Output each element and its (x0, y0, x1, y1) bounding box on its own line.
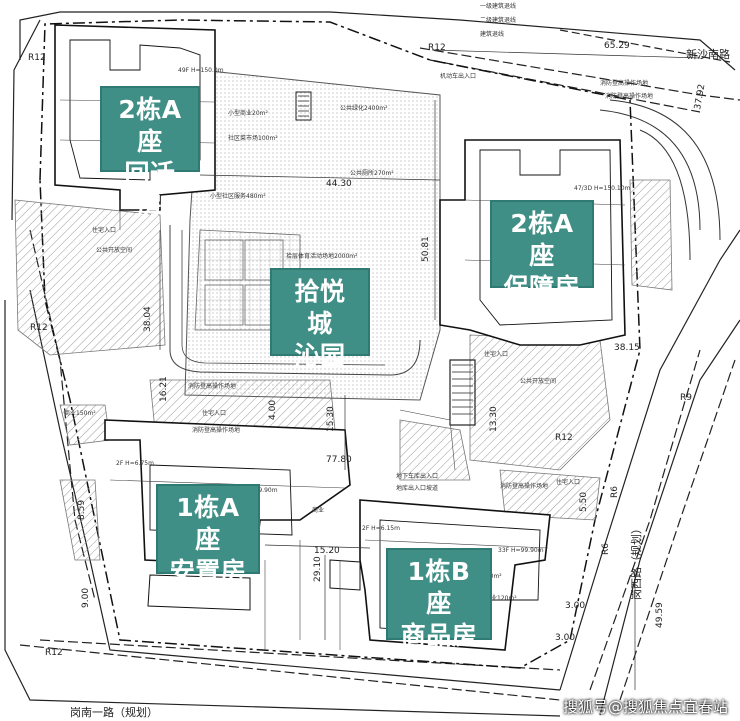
label-shop-270: 公共厕所270m² (350, 169, 394, 177)
label-shop-480: 小型社区服务480m² (210, 192, 266, 200)
dim-65-29: 65.29 (604, 41, 630, 51)
dim-49-59: 49.59 (655, 602, 665, 628)
callout-1a-resettlement-line2: 安置房 (169, 557, 247, 586)
label-motor-entry: 机动车出入口 (440, 72, 476, 80)
radius-r12-left: R12 (30, 323, 48, 333)
radius-r12-top-left: R12 (28, 53, 46, 63)
label-tower-info-b: 47/3D H=150.10m (574, 185, 631, 192)
dim-37-92: 37.92 (693, 83, 707, 110)
dimension-lines (159, 49, 701, 690)
label-public-space-1: 公共开放空间 (96, 246, 132, 254)
callout-1a-resettlement: 1栋A座 安置房 (156, 484, 260, 586)
label-firefighting-1: 消防登高操作场地 (605, 92, 653, 100)
dim-16-21: 16.21 (159, 376, 169, 402)
road-boundaries (4, 11, 740, 717)
radius-r6-b: R6 (601, 543, 611, 555)
callout-2a-relocation-line2: 回迁房 (124, 159, 176, 220)
callout-1b-commercial-line2: 商品房 (400, 621, 478, 650)
label-parking-entry: 地下车库出入口 (396, 472, 438, 480)
dim-77-80: 77.80 (326, 455, 352, 465)
label-residential-entry-4: 住宅入口 (556, 478, 580, 486)
road-curve (599, 99, 721, 261)
label-tower-info-a: 49F H=150.0m (178, 67, 224, 74)
label-residential-entry-1: 住宅入口 (92, 226, 116, 234)
label-residential-entry-2: 住宅入口 (202, 409, 226, 417)
dim-8-59: 8.59 (77, 500, 87, 520)
radius-r6-a: R6 (610, 486, 620, 498)
dim-9-00: 9.00 (81, 588, 91, 608)
label-residential-entry-3: 住宅入口 (484, 350, 508, 358)
radius-r12-bottom-left: R12 (45, 648, 63, 658)
watermark: 搜狐号@搜狐焦点宜春站 (562, 698, 728, 716)
label-tower-info-e: 2F H=6.15m (362, 525, 400, 532)
dim-3-00: 3.00 (555, 633, 575, 643)
callout-2a-relocation: 2栋A座 回迁房 (100, 86, 200, 220)
dim-4-00: 4.00 (268, 400, 278, 420)
callout-2a-affordable: 2栋A座 保障房 (490, 200, 594, 302)
dim-29-10: 29.10 (313, 556, 323, 582)
label-green-2400: 公共绿化2400m² (340, 104, 388, 112)
dim-50-81: 50.81 (421, 236, 431, 262)
label-tower-info-c: 2F H=6.75m (116, 460, 154, 467)
callout-2a-relocation-line1: 2栋A座 (118, 95, 182, 156)
road-gangnan-1: 岗南一路（规划） (70, 705, 158, 719)
central-garden (169, 69, 476, 426)
label-ramp-note: 地库出入口坡道 (396, 484, 438, 492)
label-garden-area: 拾层体育活动场地2000m² (286, 252, 358, 260)
label-firefighting-2: 消防登高操作场地 (188, 382, 236, 390)
dim-38-15: 38.15 (614, 343, 640, 353)
label-firefighting-4: 消防登高操作场地 (192, 426, 240, 434)
callout-1b-commercial: 1栋B座 商品房 (386, 548, 492, 650)
callout-2a-affordable-line2: 保障房 (503, 273, 581, 302)
label-shop-120: 商业120m² (485, 594, 517, 602)
label-public-space-2: 公共开放空间 (520, 377, 556, 385)
road-xinsha-south: 新沙南路 (686, 47, 730, 61)
callout-2a-affordable-line1: 2栋A座 (510, 209, 574, 270)
dim-3-00b: 3.00 (565, 601, 585, 611)
hatched-zones (14, 179, 673, 561)
label-tower-info-f: 33F H=99.90m (498, 547, 544, 554)
callout-1b-commercial-line1: 1栋B座 (407, 557, 471, 618)
label-shop-100: 社区菜市场100m² (228, 134, 278, 142)
radius-r12-mid-right: R12 (555, 433, 573, 443)
label-shop-commercial: 商业 (312, 506, 324, 514)
dim-44-30: 44.30 (326, 179, 352, 189)
label-firefighting-3: 消防登高操作场地 (500, 482, 548, 490)
dim-5-50: 5.50 (579, 492, 589, 512)
callout-1a-resettlement-line1: 1栋A座 (176, 493, 240, 554)
label-fire-line: 一级建筑退线 (480, 2, 516, 10)
radius-r9: R9 (680, 393, 692, 403)
callout-garden-line2: 沁园 (294, 341, 346, 370)
callout-garden-line1: 拾悦城 (294, 277, 346, 338)
dim-38-04: 38.04 (143, 306, 153, 332)
label-firefighting-5: 消防登高操作场地 (600, 79, 648, 87)
label-fire-line-3: 建筑退线 (480, 30, 504, 38)
label-shop-20: 小型商业20m² (228, 109, 268, 117)
callout-garden: 拾悦城 沁园 (270, 268, 370, 370)
dim-15-20: 15.20 (314, 546, 340, 556)
label-fire-line-2: 二级建筑退线 (480, 16, 516, 24)
dim-15-30: 15.30 (326, 406, 336, 432)
dim-13-30: 13.30 (489, 406, 499, 432)
label-shop-150: 商业150m² (64, 409, 96, 417)
radius-r12-top: R12 (428, 43, 446, 53)
road-gangxi: 岗西路（规划） (629, 523, 643, 600)
